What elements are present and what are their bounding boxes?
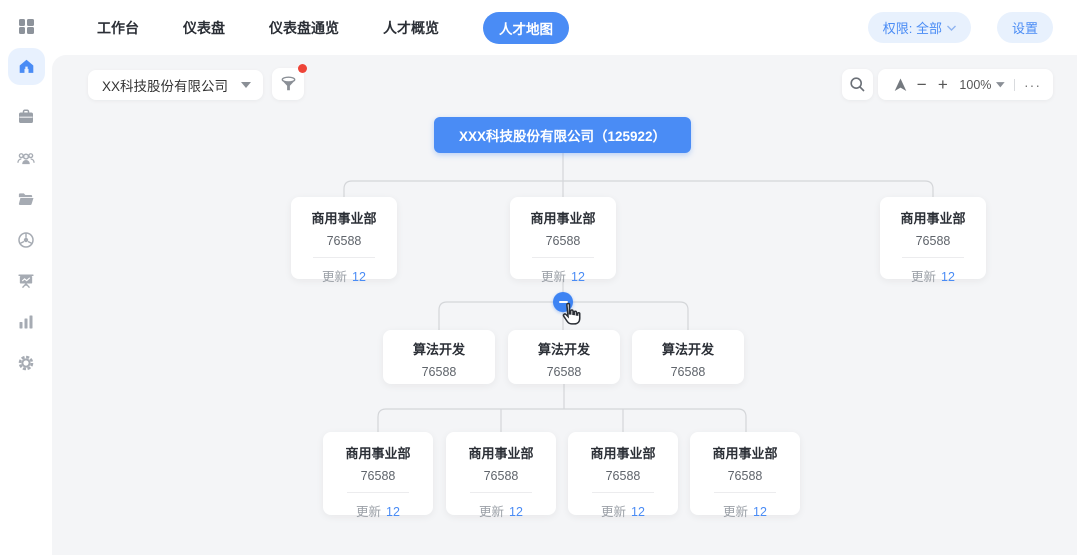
company-select[interactable]: XX科技股份有限公司 [88, 70, 263, 100]
nav-tabs: 工作台 仪表盘 仪表盘通览 人才概览 人才地图 [52, 11, 569, 44]
org-node-root[interactable]: XXX科技股份有限公司（125922） [434, 117, 691, 153]
node-count: 76588 [545, 234, 581, 248]
update-count: 12 [753, 505, 767, 519]
update-count: 12 [631, 505, 645, 519]
node-title: 商用事业部 [468, 446, 534, 461]
org-node-level3-1[interactable]: 算法开发 76588 [383, 330, 495, 384]
node-divider [313, 257, 375, 258]
sidebar-item-folder[interactable] [17, 190, 35, 208]
org-chart-canvas[interactable]: XX科技股份有限公司 − + 100% ··· [52, 55, 1077, 555]
search-button[interactable] [842, 69, 873, 100]
filter-notification-badge [298, 64, 307, 73]
company-select-value: XX科技股份有限公司 [102, 79, 229, 94]
update-count: 12 [386, 505, 400, 519]
org-node-level3-2[interactable]: 算法开发 76588 [508, 330, 620, 384]
org-node-root-label: XXX科技股份有限公司（125922） [458, 129, 667, 144]
settings-label: 设置 [1011, 21, 1038, 36]
funnel-icon [281, 76, 295, 91]
zoom-out-button[interactable]: − [916, 74, 927, 94]
toolbar-divider [1014, 78, 1015, 91]
home-icon [17, 58, 35, 76]
node-count: 76588 [605, 469, 641, 483]
more-options-button[interactable]: ··· [1024, 76, 1041, 93]
node-divider [532, 257, 594, 258]
node-divider [592, 492, 654, 493]
node-title: 算法开发 [537, 342, 590, 357]
node-count: 76588 [915, 234, 951, 248]
tab-dashboard[interactable]: 仪表盘 [183, 19, 225, 36]
node-divider [902, 257, 964, 258]
apps-grid-icon[interactable] [18, 19, 34, 34]
settings-pill-button[interactable]: 设置 [996, 12, 1053, 43]
filter-button[interactable] [272, 68, 304, 100]
node-title: 商用事业部 [590, 446, 656, 461]
node-count: 76588 [326, 234, 362, 248]
node-count: 76588 [483, 469, 519, 483]
left-sidebar [0, 0, 52, 555]
tab-dashboard-overview[interactable]: 仪表盘通览 [269, 19, 339, 36]
node-title: 商用事业部 [311, 211, 377, 226]
node-count: 76588 [546, 365, 582, 379]
node-count: 76588 [360, 469, 396, 483]
update-count: 12 [571, 270, 585, 284]
node-title: 商用事业部 [900, 211, 966, 226]
tab-talent-map[interactable]: 人才地图 [483, 11, 569, 44]
sidebar-item-analytics[interactable] [17, 313, 35, 331]
zoom-level-value[interactable]: 100% [959, 77, 992, 92]
sidebar-item-settings[interactable] [17, 354, 35, 372]
permission-label: 权限: 全部 [882, 21, 942, 36]
update-count: 12 [941, 270, 955, 284]
node-count: 76588 [421, 365, 457, 379]
permission-pill[interactable]: 权限: 全部 [867, 12, 971, 43]
search-icon [850, 77, 865, 92]
node-title: 算法开发 [412, 342, 465, 357]
update-count: 12 [509, 505, 523, 519]
sidebar-item-team[interactable] [17, 149, 35, 167]
node-divider [347, 492, 409, 493]
node-title: 算法开发 [661, 342, 714, 357]
top-navigation: 工作台 仪表盘 仪表盘通览 人才概览 人才地图 权限: 全部 设置 [52, 0, 1077, 55]
chevron-down-icon [946, 25, 956, 31]
sidebar-item-globe[interactable] [17, 231, 35, 249]
tab-talent-overview[interactable]: 人才概览 [383, 19, 439, 36]
hand-cursor-icon [562, 302, 581, 325]
sidebar-item-presentation[interactable] [17, 272, 35, 290]
org-node-level3-3[interactable]: 算法开发 76588 [632, 330, 744, 384]
node-title: 商用事业部 [712, 446, 778, 461]
node-divider [470, 492, 532, 493]
node-title: 商用事业部 [530, 211, 596, 226]
zoom-in-button[interactable]: + [937, 74, 948, 94]
node-divider [714, 492, 776, 493]
tab-workbench[interactable]: 工作台 [97, 19, 139, 36]
node-count: 76588 [727, 469, 763, 483]
sidebar-item-briefcase[interactable] [17, 108, 35, 126]
node-count: 76588 [670, 365, 706, 379]
zoom-toolbar: − + 100% ··· [878, 69, 1053, 100]
update-count: 12 [352, 270, 366, 284]
sidebar-item-home[interactable] [7, 48, 45, 85]
zoom-caret-icon[interactable] [996, 81, 1006, 88]
select-caret-icon [241, 82, 251, 88]
node-title: 商用事业部 [345, 446, 411, 461]
locate-arrow-icon[interactable] [890, 78, 911, 92]
